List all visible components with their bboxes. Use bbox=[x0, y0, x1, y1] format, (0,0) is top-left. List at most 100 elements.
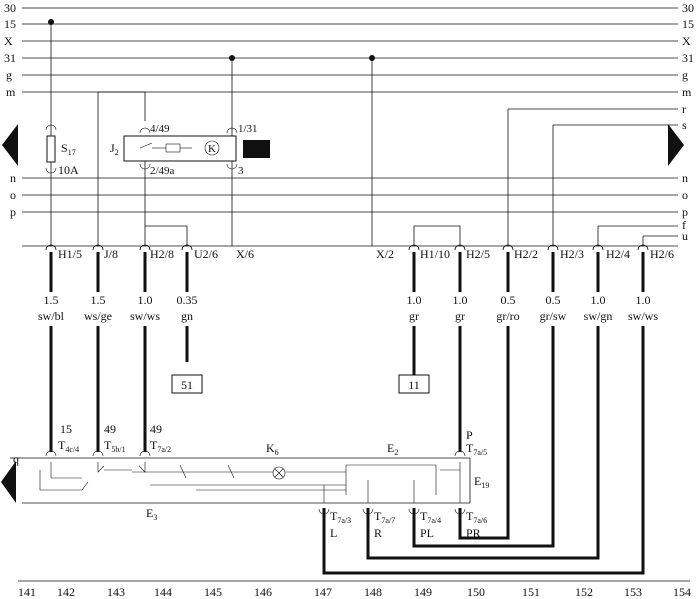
footer-150: 150 bbox=[467, 585, 485, 599]
indicator-lamp-icon bbox=[272, 466, 286, 480]
wire-2-color: sw/ws bbox=[130, 309, 160, 323]
footer-144: 144 bbox=[154, 585, 172, 599]
svg-text:T7a/2: T7a/2 bbox=[150, 438, 171, 454]
footer-143: 143 bbox=[107, 585, 125, 599]
bus-label-30-right: 30 bbox=[682, 1, 694, 15]
bottom-pin-name-2: T bbox=[420, 509, 428, 523]
bottom-pin-sub-2: 7a/4 bbox=[427, 516, 441, 525]
connector-u2-6: U2/6 bbox=[194, 247, 218, 261]
bus-labels-right: 30 15 X 31 g m r s n o p f u bbox=[682, 1, 694, 243]
relay-pin-right-bottom: 3 bbox=[238, 165, 244, 177]
thick-wires bbox=[49, 252, 645, 575]
continue-left-arrow-lower[interactable] bbox=[1, 461, 16, 503]
bottom-pin-sub-3: 7a/6 bbox=[473, 516, 487, 525]
wire-4-size: 1.0 bbox=[407, 293, 422, 307]
wire-5-color: gr bbox=[455, 309, 465, 323]
wire-4-color: gr bbox=[409, 309, 419, 323]
bus-label-r-right: r bbox=[682, 102, 686, 116]
wire-6-color: gr/ro bbox=[496, 309, 519, 323]
connector-h1-5: H1/5 bbox=[58, 247, 82, 261]
e19-name: E bbox=[474, 474, 481, 488]
svg-text:T7a/3: T7a/3 bbox=[330, 509, 351, 525]
continue-left-arrow[interactable] bbox=[2, 124, 18, 166]
bottom-pin-letter-3: PR bbox=[466, 526, 481, 540]
connector-h2-6: H2/6 bbox=[650, 247, 674, 261]
svg-text:T7a/4: T7a/4 bbox=[420, 509, 441, 525]
connector-markers bbox=[45, 244, 649, 251]
footer-154: 154 bbox=[673, 585, 691, 599]
wire-6-size: 0.5 bbox=[501, 293, 516, 307]
wire-0-color: sw/bl bbox=[38, 309, 65, 323]
bottom-pin-letter-0: L bbox=[330, 526, 337, 540]
e3-name: E bbox=[146, 506, 153, 520]
svg-text:E2: E2 bbox=[387, 441, 398, 457]
switch-pins-bottom: T7a/3 L T7a/7 R T7a/4 PL T7a/6 PR bbox=[318, 508, 487, 540]
svg-text:T7a/7: T7a/7 bbox=[374, 509, 395, 525]
bus-label-15: 15 bbox=[4, 17, 16, 31]
footer-152: 152 bbox=[575, 585, 593, 599]
fuse-sub: 17 bbox=[68, 148, 76, 157]
fuse-rating: 10A bbox=[58, 163, 79, 177]
relay-name: J bbox=[110, 141, 115, 155]
bus-label-31: 31 bbox=[4, 51, 16, 65]
connector-h2-4: H2/4 bbox=[606, 247, 630, 261]
footer-149: 149 bbox=[414, 585, 432, 599]
e2-sub: 2 bbox=[394, 448, 398, 457]
wire-3-size: 0.35 bbox=[177, 293, 198, 307]
reference-11: 11 bbox=[408, 378, 420, 392]
q-label: q bbox=[13, 452, 19, 466]
pin-sub-0: 4c/4 bbox=[65, 445, 79, 454]
bus-label-31-right: 31 bbox=[682, 51, 694, 65]
relay-j2[interactable]: J2 4/49 2/49a 1/31 3 K bbox=[110, 123, 270, 177]
pin-num-2: 49 bbox=[150, 422, 162, 436]
pin-name-0: T bbox=[58, 438, 66, 452]
bus-label-m-right: m bbox=[682, 85, 692, 99]
bus-label-p-right: p bbox=[682, 205, 688, 219]
switch-pins-top: 15 T4c/4 49 T5b/1 49 T7a/2 P T7a/5 bbox=[45, 422, 487, 457]
svg-text:J2: J2 bbox=[110, 141, 119, 157]
bus-label-p: p bbox=[10, 205, 16, 219]
k6-sub: 6 bbox=[275, 448, 279, 457]
pin-num-0: 15 bbox=[60, 422, 72, 436]
bus-labels-left: 30 15 X 31 g m n o p bbox=[4, 1, 16, 219]
bottom-pin-name-1: T bbox=[374, 509, 382, 523]
footer-147: 147 bbox=[314, 585, 332, 599]
svg-text:E3: E3 bbox=[146, 506, 157, 522]
pin-name-1: T bbox=[104, 438, 112, 452]
wire-5-size: 1.0 bbox=[453, 293, 468, 307]
wire-labels: 1.5 sw/bl 1.5 ws/ge 1.0 sw/ws 0.35 gn 1.… bbox=[38, 293, 658, 323]
reference-box-11[interactable]: 11 bbox=[398, 374, 430, 394]
continue-right-arrow[interactable] bbox=[668, 124, 684, 166]
combination-switch-block[interactable] bbox=[10, 457, 471, 504]
wire-1-size: 1.5 bbox=[91, 293, 106, 307]
e2-name: E bbox=[387, 441, 394, 455]
wire-8-color: sw/gn bbox=[584, 309, 613, 323]
footer-151: 151 bbox=[522, 585, 540, 599]
footer-153: 153 bbox=[624, 585, 642, 599]
bus-label-n: n bbox=[10, 171, 16, 185]
bottom-pin-name-0: T bbox=[330, 509, 338, 523]
bottom-pin-name-3: T bbox=[466, 509, 474, 523]
bus-label-n-right: n bbox=[682, 171, 688, 185]
connector-h1-10: H1/10 bbox=[420, 247, 450, 261]
reference-51: 51 bbox=[181, 378, 193, 392]
relay-sub: 2 bbox=[115, 148, 119, 157]
component-labels: K6 E2 E19 E3 q bbox=[13, 441, 489, 522]
bus-label-s-right: s bbox=[682, 118, 687, 132]
footer-142: 142 bbox=[57, 585, 75, 599]
bus-label-15-right: 15 bbox=[682, 17, 694, 31]
bus-label-x: X bbox=[4, 34, 13, 48]
k6-name: K bbox=[266, 441, 275, 455]
e19-sub: 19 bbox=[481, 481, 489, 490]
wire-0-size: 1.5 bbox=[44, 293, 59, 307]
connector-j-8: J/8 bbox=[104, 247, 118, 261]
connector-h2-2: H2/2 bbox=[514, 247, 538, 261]
wire-9-color: sw/ws bbox=[628, 309, 658, 323]
connector-x-6: X/6 bbox=[236, 247, 254, 261]
fuse-name: S bbox=[61, 141, 68, 155]
fuse-s17[interactable]: S17 10A bbox=[45, 124, 79, 177]
wire-8-size: 1.0 bbox=[591, 293, 606, 307]
relay-k-label: K bbox=[208, 143, 216, 155]
reference-box-51[interactable]: 51 bbox=[171, 374, 203, 394]
